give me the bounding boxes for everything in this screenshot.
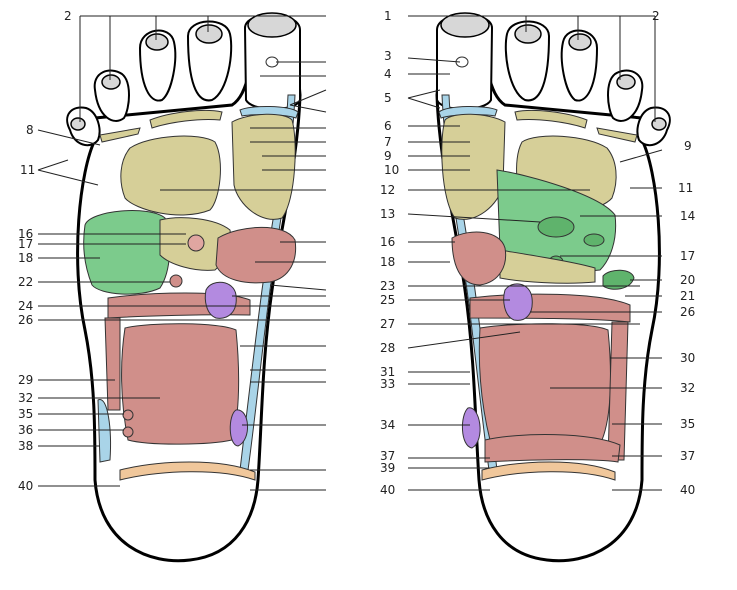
- right-label-35: 35: [680, 417, 695, 431]
- right-label-21: 21: [680, 289, 695, 303]
- left-shoulder-zone: [121, 136, 221, 215]
- right-label-20: 20: [680, 273, 695, 287]
- right-label-26: 26: [680, 305, 695, 319]
- right-label-25: 25: [380, 293, 395, 307]
- right-liver-zone: [452, 232, 506, 285]
- left-little-toe-nail: [71, 118, 85, 130]
- right-label-39: 39: [380, 461, 395, 475]
- left-labels: 2 8 11 16 17 18 22 24 26 29 32 35 36 38 …: [18, 9, 72, 493]
- left-foot: [67, 13, 300, 561]
- right-label-2: 2: [652, 9, 660, 23]
- right-label-40: 40: [380, 483, 395, 497]
- right-label-6: 6: [384, 119, 392, 133]
- right-label-33: 33: [380, 377, 395, 391]
- right-label-9: 9: [384, 149, 392, 163]
- right-kidney-zone: [504, 284, 533, 320]
- right-small-intestine-zone: [479, 324, 610, 444]
- left-label-17: 17: [18, 237, 33, 251]
- left-label-40: 40: [18, 479, 33, 493]
- right-foot: [437, 13, 670, 561]
- left-label-29: 29: [18, 373, 33, 387]
- right-duodenum-dot: [538, 217, 574, 237]
- left-label-26: 26: [18, 313, 33, 327]
- left-label-11: 11: [20, 163, 35, 177]
- right-descending-colon: [608, 322, 628, 460]
- left-big-toe-nail: [248, 13, 296, 37]
- left-label-35: 35: [18, 407, 33, 421]
- right-little-toe-nail: [652, 118, 666, 130]
- left-label-38: 38: [18, 439, 33, 453]
- left-small-intestine-zone: [122, 324, 239, 444]
- right-label-8: 9: [684, 139, 692, 153]
- left-appendix-dot: [170, 275, 182, 287]
- right-label-23: 23: [380, 279, 395, 293]
- right-third-toe-nail: [569, 34, 591, 50]
- left-label-2: 2: [64, 9, 72, 23]
- right-label-7: 7: [384, 135, 392, 149]
- right-label-13: 13: [380, 207, 395, 221]
- right-label-16: 16: [380, 235, 395, 249]
- right-label-14: 14: [680, 209, 695, 223]
- left-pancreas-zone: [216, 227, 296, 282]
- right-pancreas-dot: [584, 234, 604, 246]
- right-label-5: 5: [384, 91, 392, 105]
- right-label-11: 11: [678, 181, 693, 195]
- left-label-24: 24: [18, 299, 33, 313]
- left-label-22: 22: [18, 275, 33, 289]
- right-label-17: 17: [680, 249, 695, 263]
- left-kidney-zone: [205, 282, 236, 318]
- right-label-1: 1: [384, 9, 392, 23]
- right-label-37b: 37: [680, 449, 695, 463]
- right-transverse-colon: [470, 294, 630, 322]
- left-second-toe-nail: [196, 25, 222, 43]
- right-label-4: 4: [384, 67, 392, 81]
- right-label-27: 27: [380, 317, 395, 331]
- right-second-toe-nail: [515, 25, 541, 43]
- right-label-3: 3: [384, 49, 392, 63]
- left-third-toe-nail: [146, 34, 168, 50]
- left-appendix-lower-dot: [123, 427, 133, 437]
- right-label-30: 30: [680, 351, 695, 365]
- right-label-12: 12: [380, 183, 395, 197]
- right-big-toe-nail: [441, 13, 489, 37]
- right-sigmoid-colon: [485, 435, 620, 462]
- left-gallbladder-dot: [188, 235, 204, 251]
- left-fourth-toe-nail: [102, 75, 120, 89]
- right-label-18: 18: [380, 255, 395, 269]
- left-ascending-colon: [105, 318, 120, 410]
- right-label-28: 28: [380, 341, 395, 355]
- left-label-8: 8: [26, 123, 34, 137]
- left-label-18: 18: [18, 251, 33, 265]
- left-ileocecal-dot: [123, 410, 133, 420]
- right-label-10: 10: [384, 163, 399, 177]
- left-label-32: 32: [18, 391, 33, 405]
- right-label-32: 32: [680, 381, 695, 395]
- right-label-34: 34: [380, 418, 395, 432]
- left-label-36: 36: [18, 423, 33, 437]
- right-label-40b: 40: [680, 483, 695, 497]
